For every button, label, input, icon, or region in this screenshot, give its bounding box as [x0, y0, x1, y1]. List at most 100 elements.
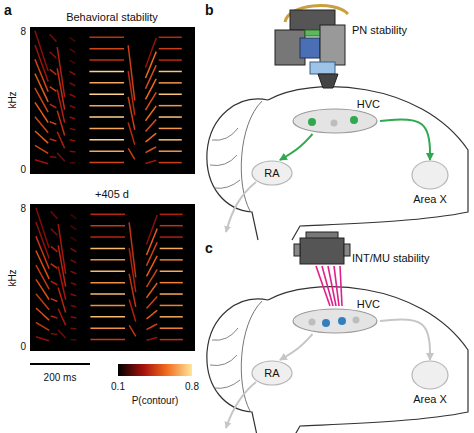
harmonic-trace	[159, 139, 182, 141]
harmonic-trace	[90, 293, 125, 295]
harmonic-trace	[51, 333, 58, 335]
harmonic-trace	[159, 128, 182, 130]
harmonic-trace	[50, 87, 57, 92]
brain-outline	[207, 287, 468, 433]
projection-arrow	[280, 334, 313, 360]
nucleus-ra: RA	[250, 160, 294, 186]
harmonic-trace	[50, 104, 57, 108]
neuron-soma	[353, 317, 360, 324]
brain-outline-part	[268, 87, 468, 240]
microscope-part	[310, 62, 335, 74]
nucleus-label: HVC	[357, 98, 380, 111]
brain-outline-part	[212, 328, 238, 340]
harmonic-trace	[57, 47, 64, 97]
nucleus-ellipse	[412, 161, 448, 189]
nucleus-area-x: Area X	[405, 360, 455, 406]
harmonic-trace	[50, 52, 57, 58]
harmonic-trace	[70, 83, 76, 86]
nucleus-label: Area X	[413, 193, 447, 206]
harmonic-trace	[89, 59, 124, 61]
harmonic-trace	[128, 148, 135, 159]
harmonic-trace	[89, 37, 124, 39]
harmonic-trace	[160, 293, 183, 295]
harmonic-trace	[71, 214, 77, 218]
harmonic-trace	[160, 282, 183, 284]
harmonic-trace	[90, 316, 125, 318]
nucleus-ellipse	[412, 361, 448, 389]
brain-outline	[207, 87, 468, 240]
scale-bar	[30, 363, 90, 365]
microscope-part	[318, 74, 338, 88]
harmonic-trace	[50, 122, 57, 125]
harmonic-trace	[89, 71, 124, 73]
harmonic-trace	[36, 308, 49, 320]
electrode-drive-part-part	[340, 266, 342, 306]
harmonic-trace	[90, 271, 125, 273]
harmonic-trace	[89, 48, 124, 50]
electrode-drive-part	[294, 244, 300, 256]
harmonic-trace	[71, 260, 77, 263]
harmonic-trace	[160, 305, 183, 307]
colorbar	[118, 364, 192, 376]
spectrogram	[30, 27, 195, 174]
neuron-soma	[322, 319, 330, 327]
harmonic-trace	[70, 49, 76, 53]
harmonic-trace	[89, 139, 124, 141]
harmonic-trace	[35, 102, 48, 122]
harmonic-trace	[89, 162, 124, 164]
spectrogram-harmonics	[35, 31, 182, 164]
harmonic-trace	[89, 128, 124, 130]
harmonic-trace	[71, 283, 77, 285]
harmonic-trace	[71, 248, 77, 251]
harmonic-trace	[71, 226, 77, 230]
electrode-drive-part	[316, 266, 342, 306]
nucleus-ellipse	[293, 109, 377, 133]
harmonic-trace	[50, 139, 57, 141]
harmonic-trace	[146, 256, 157, 277]
harmonic-trace	[146, 215, 157, 244]
harmonic-trace	[70, 37, 76, 41]
harmonic-trace	[35, 131, 48, 143]
brain-outline-part	[210, 155, 237, 166]
harmonic-trace	[129, 222, 136, 277]
harmonic-trace	[128, 45, 135, 100]
harmonic-trace	[159, 162, 182, 164]
harmonic-trace	[58, 224, 65, 274]
axis-label: kHz	[7, 269, 18, 286]
nucleus-hvc: HVC	[290, 298, 380, 334]
harmonic-trace	[70, 117, 76, 119]
harmonic-trace	[89, 82, 124, 84]
harmonic-trace	[146, 337, 157, 340]
harmonic-trace	[36, 322, 49, 330]
harmonic-trace	[146, 38, 157, 67]
harmonic-trace	[51, 264, 58, 269]
harmonic-trace	[160, 236, 183, 238]
colorbar-label: 0.1	[111, 381, 125, 392]
brain-outline-part	[214, 180, 240, 188]
harmonic-trace	[159, 71, 182, 73]
harmonic-trace	[58, 330, 65, 338]
panel-title: PN stability	[352, 24, 407, 36]
microscope-part	[320, 25, 345, 65]
harmonic-trace	[90, 327, 125, 329]
harmonic-trace	[51, 281, 58, 285]
projection-arrow	[280, 134, 313, 160]
tick-label: 0	[20, 341, 26, 352]
harmonic-trace	[71, 294, 77, 296]
output-arrow	[226, 382, 256, 428]
tick-label: 8	[20, 203, 26, 214]
harmonic-trace	[159, 116, 182, 118]
harmonic-trace	[160, 248, 183, 250]
harmonic-trace	[160, 259, 183, 261]
harmonic-trace	[70, 128, 76, 129]
nucleus-label: HVC	[357, 298, 380, 311]
harmonic-trace	[159, 48, 182, 50]
harmonic-trace	[71, 271, 77, 274]
harmonic-trace	[70, 106, 76, 108]
projection-arrow	[380, 119, 430, 160]
harmonic-trace	[146, 160, 157, 163]
harmonic-trace	[70, 60, 76, 64]
